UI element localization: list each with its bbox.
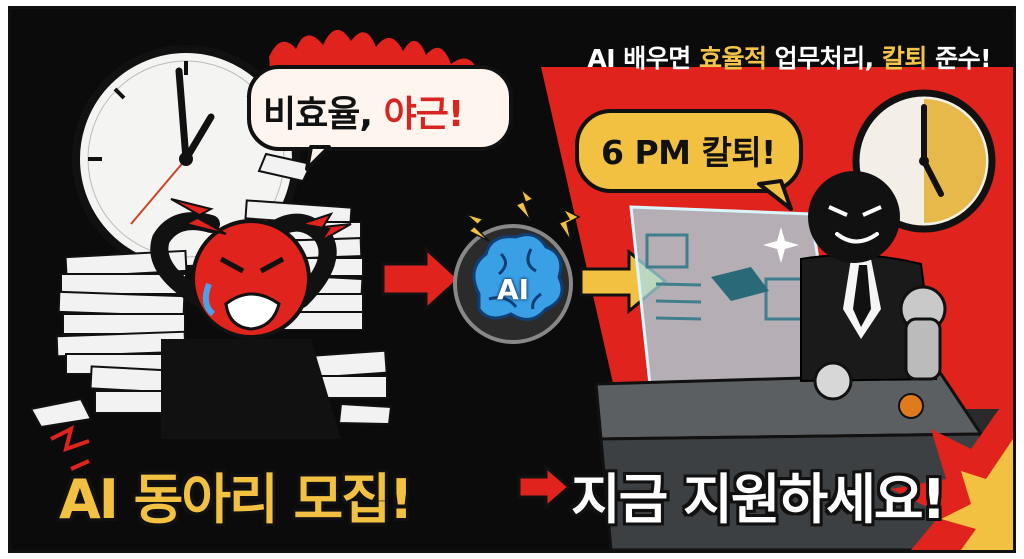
- brain-label: AI: [497, 273, 530, 306]
- bubble-right-text: 6 PM 칼퇴!: [601, 133, 776, 172]
- cta-arrow-icon: [517, 463, 572, 511]
- speech-bubble-left: [247, 29, 513, 171]
- headline: AI 배우면 효율적 업무처리, 칼퇴 준수!: [587, 39, 991, 75]
- bubble-left-text: 비효율, 야근!: [263, 85, 465, 137]
- paint-splat-icon: [898, 393, 924, 419]
- cta-recruit: AI 동아리 모집!: [59, 468, 414, 531]
- ai-sparks-icon: [465, 186, 581, 242]
- cta-apply-now: 지금 지원하세요!: [571, 468, 946, 531]
- arrow-right-icon: [381, 245, 462, 313]
- ai-brain-icon: [453, 224, 573, 344]
- headline-middle: 업무처리,: [766, 44, 882, 73]
- headline-suffix: 준수!: [926, 44, 991, 73]
- bubble-left-part1: 비효율,: [263, 94, 384, 135]
- relaxed-worker: [800, 171, 947, 401]
- headline-highlight-efficient: 효율적: [698, 44, 767, 73]
- office-desk: [594, 372, 984, 550]
- headline-highlight-leave-on-time: 칼퇴: [881, 44, 928, 73]
- stress-marks-icon: [50, 425, 90, 471]
- bubble-left-part2: 야근!: [383, 94, 465, 135]
- stressed-worker: [150, 212, 341, 439]
- stress-lightning-icon: [170, 198, 352, 242]
- speech-bubble-right: [575, 109, 803, 211]
- sparkle-icon: [763, 227, 799, 263]
- headline-prefix: AI 배우면: [587, 44, 699, 73]
- explosion-burst-icon: [891, 389, 1013, 550]
- poster-frame: AI 배우면 효율적 업무처리, 칼퇴 준수! 비효율, 야근! 6 PM 칼퇴…: [8, 6, 1016, 553]
- poster-illustration: [29, 29, 1013, 550]
- holographic-screen: [629, 205, 843, 411]
